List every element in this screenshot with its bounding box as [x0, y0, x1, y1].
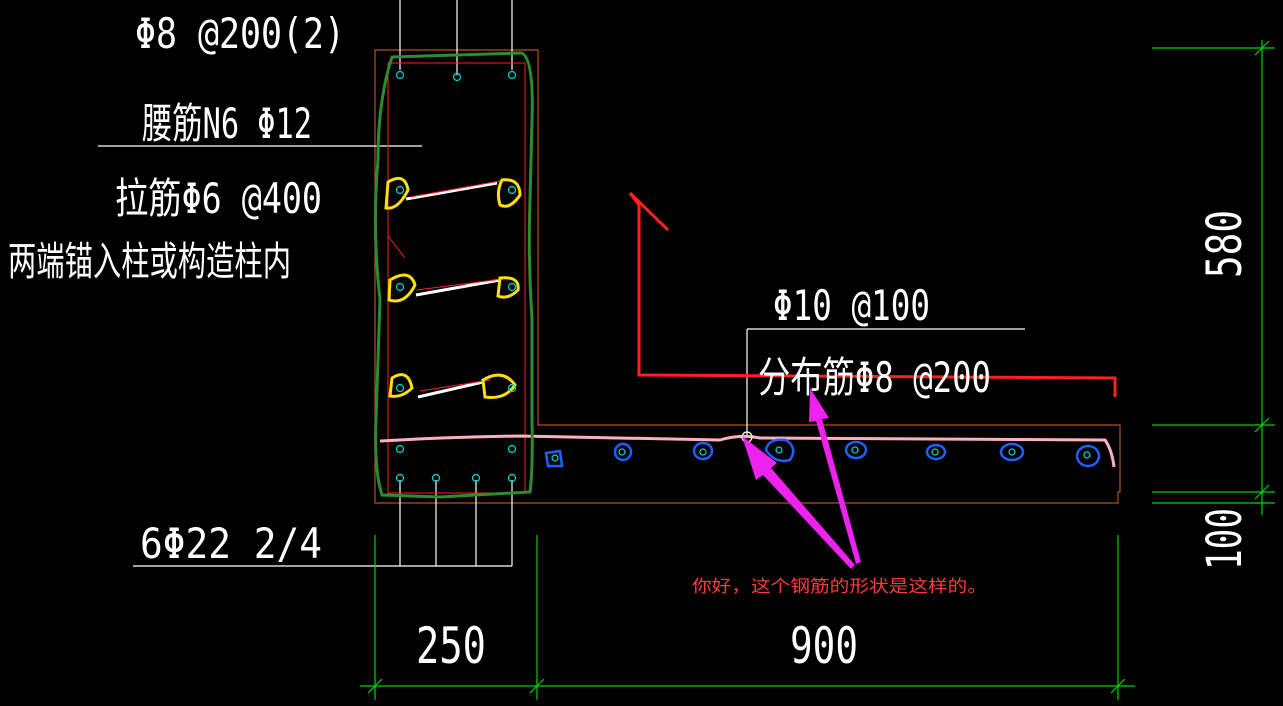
tie-bar-label: 拉筋Φ6 @400: [115, 174, 322, 223]
yellow-hook-markup: [384, 176, 522, 399]
tie-bars: [405, 181, 501, 399]
red-rebars: [387, 62, 1117, 494]
dimension-height-bottom: 100: [1197, 508, 1253, 570]
annotation-note: 你好，这个钢筋的形状是这样的。: [692, 577, 987, 597]
dimension-height-top: 580: [1197, 210, 1253, 278]
stirrup-label: Φ8 @200(2): [135, 9, 345, 58]
blue-bar-markup: [544, 438, 1101, 468]
dimension-lines: [360, 40, 1275, 700]
section-outline: [374, 49, 1121, 504]
magenta-arrows: [742, 388, 861, 569]
slab-top-bar-label: Φ10 @100: [773, 281, 930, 330]
dimension-width-left: 250: [416, 617, 486, 675]
bottom-bar-label: 6Φ22 2/4: [140, 519, 322, 568]
waist-bar-label: 腰筋N6 Φ12: [142, 99, 312, 148]
distribution-bar-label: 分布筋Φ8 @200: [758, 353, 991, 402]
tie-bar-hooks: [409, 180, 511, 392]
pink-bottom-bar: [379, 434, 1116, 468]
dimension-width-right: 900: [790, 617, 858, 675]
anchor-note-label: 两端锚入柱或构造柱内: [8, 239, 291, 285]
cyan-rebar-dots: [395, 70, 1091, 483]
green-column-markup: [373, 51, 534, 499]
